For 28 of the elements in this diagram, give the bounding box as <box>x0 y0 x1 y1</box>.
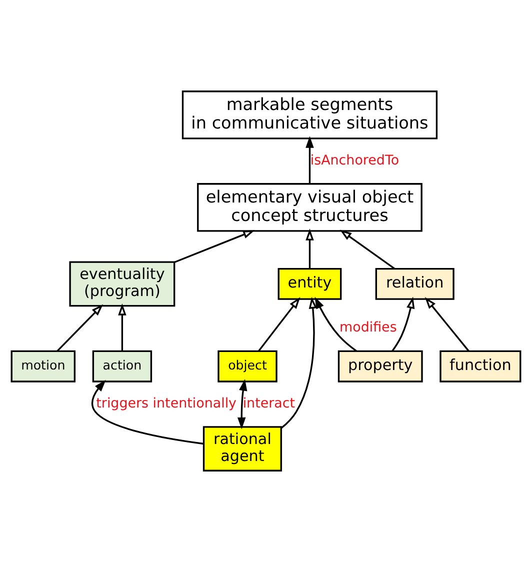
arrow <box>306 136 314 184</box>
arrow <box>392 296 415 352</box>
arrow <box>56 304 104 352</box>
edge-label: isAnchoredTo <box>310 153 400 168</box>
arrow <box>340 230 396 270</box>
edge-label: modifies <box>340 320 397 336</box>
node-box: elementary visual object concept structures <box>197 183 422 232</box>
arrow <box>306 228 314 269</box>
node-box: relation <box>375 268 454 300</box>
node-box: rational agent <box>202 426 282 472</box>
arrow <box>91 380 204 445</box>
arrow <box>280 296 318 429</box>
arrow <box>314 296 357 352</box>
node-box: entity <box>278 268 342 300</box>
node-box: action <box>92 350 152 382</box>
arrow <box>118 304 126 352</box>
edge-label: triggers intentionally <box>96 396 237 412</box>
node-box: property <box>338 350 423 382</box>
edge-label: interact <box>242 396 296 412</box>
node-box: function <box>440 350 522 382</box>
arrow <box>424 297 470 352</box>
node-box: eventuality (program) <box>69 261 176 307</box>
arrow <box>174 230 255 264</box>
arrow <box>258 297 300 352</box>
arrow <box>237 379 248 430</box>
node-box: markable segments in communicative situations <box>182 90 438 140</box>
node-box: object <box>218 350 278 382</box>
node-box: motion <box>10 350 76 382</box>
